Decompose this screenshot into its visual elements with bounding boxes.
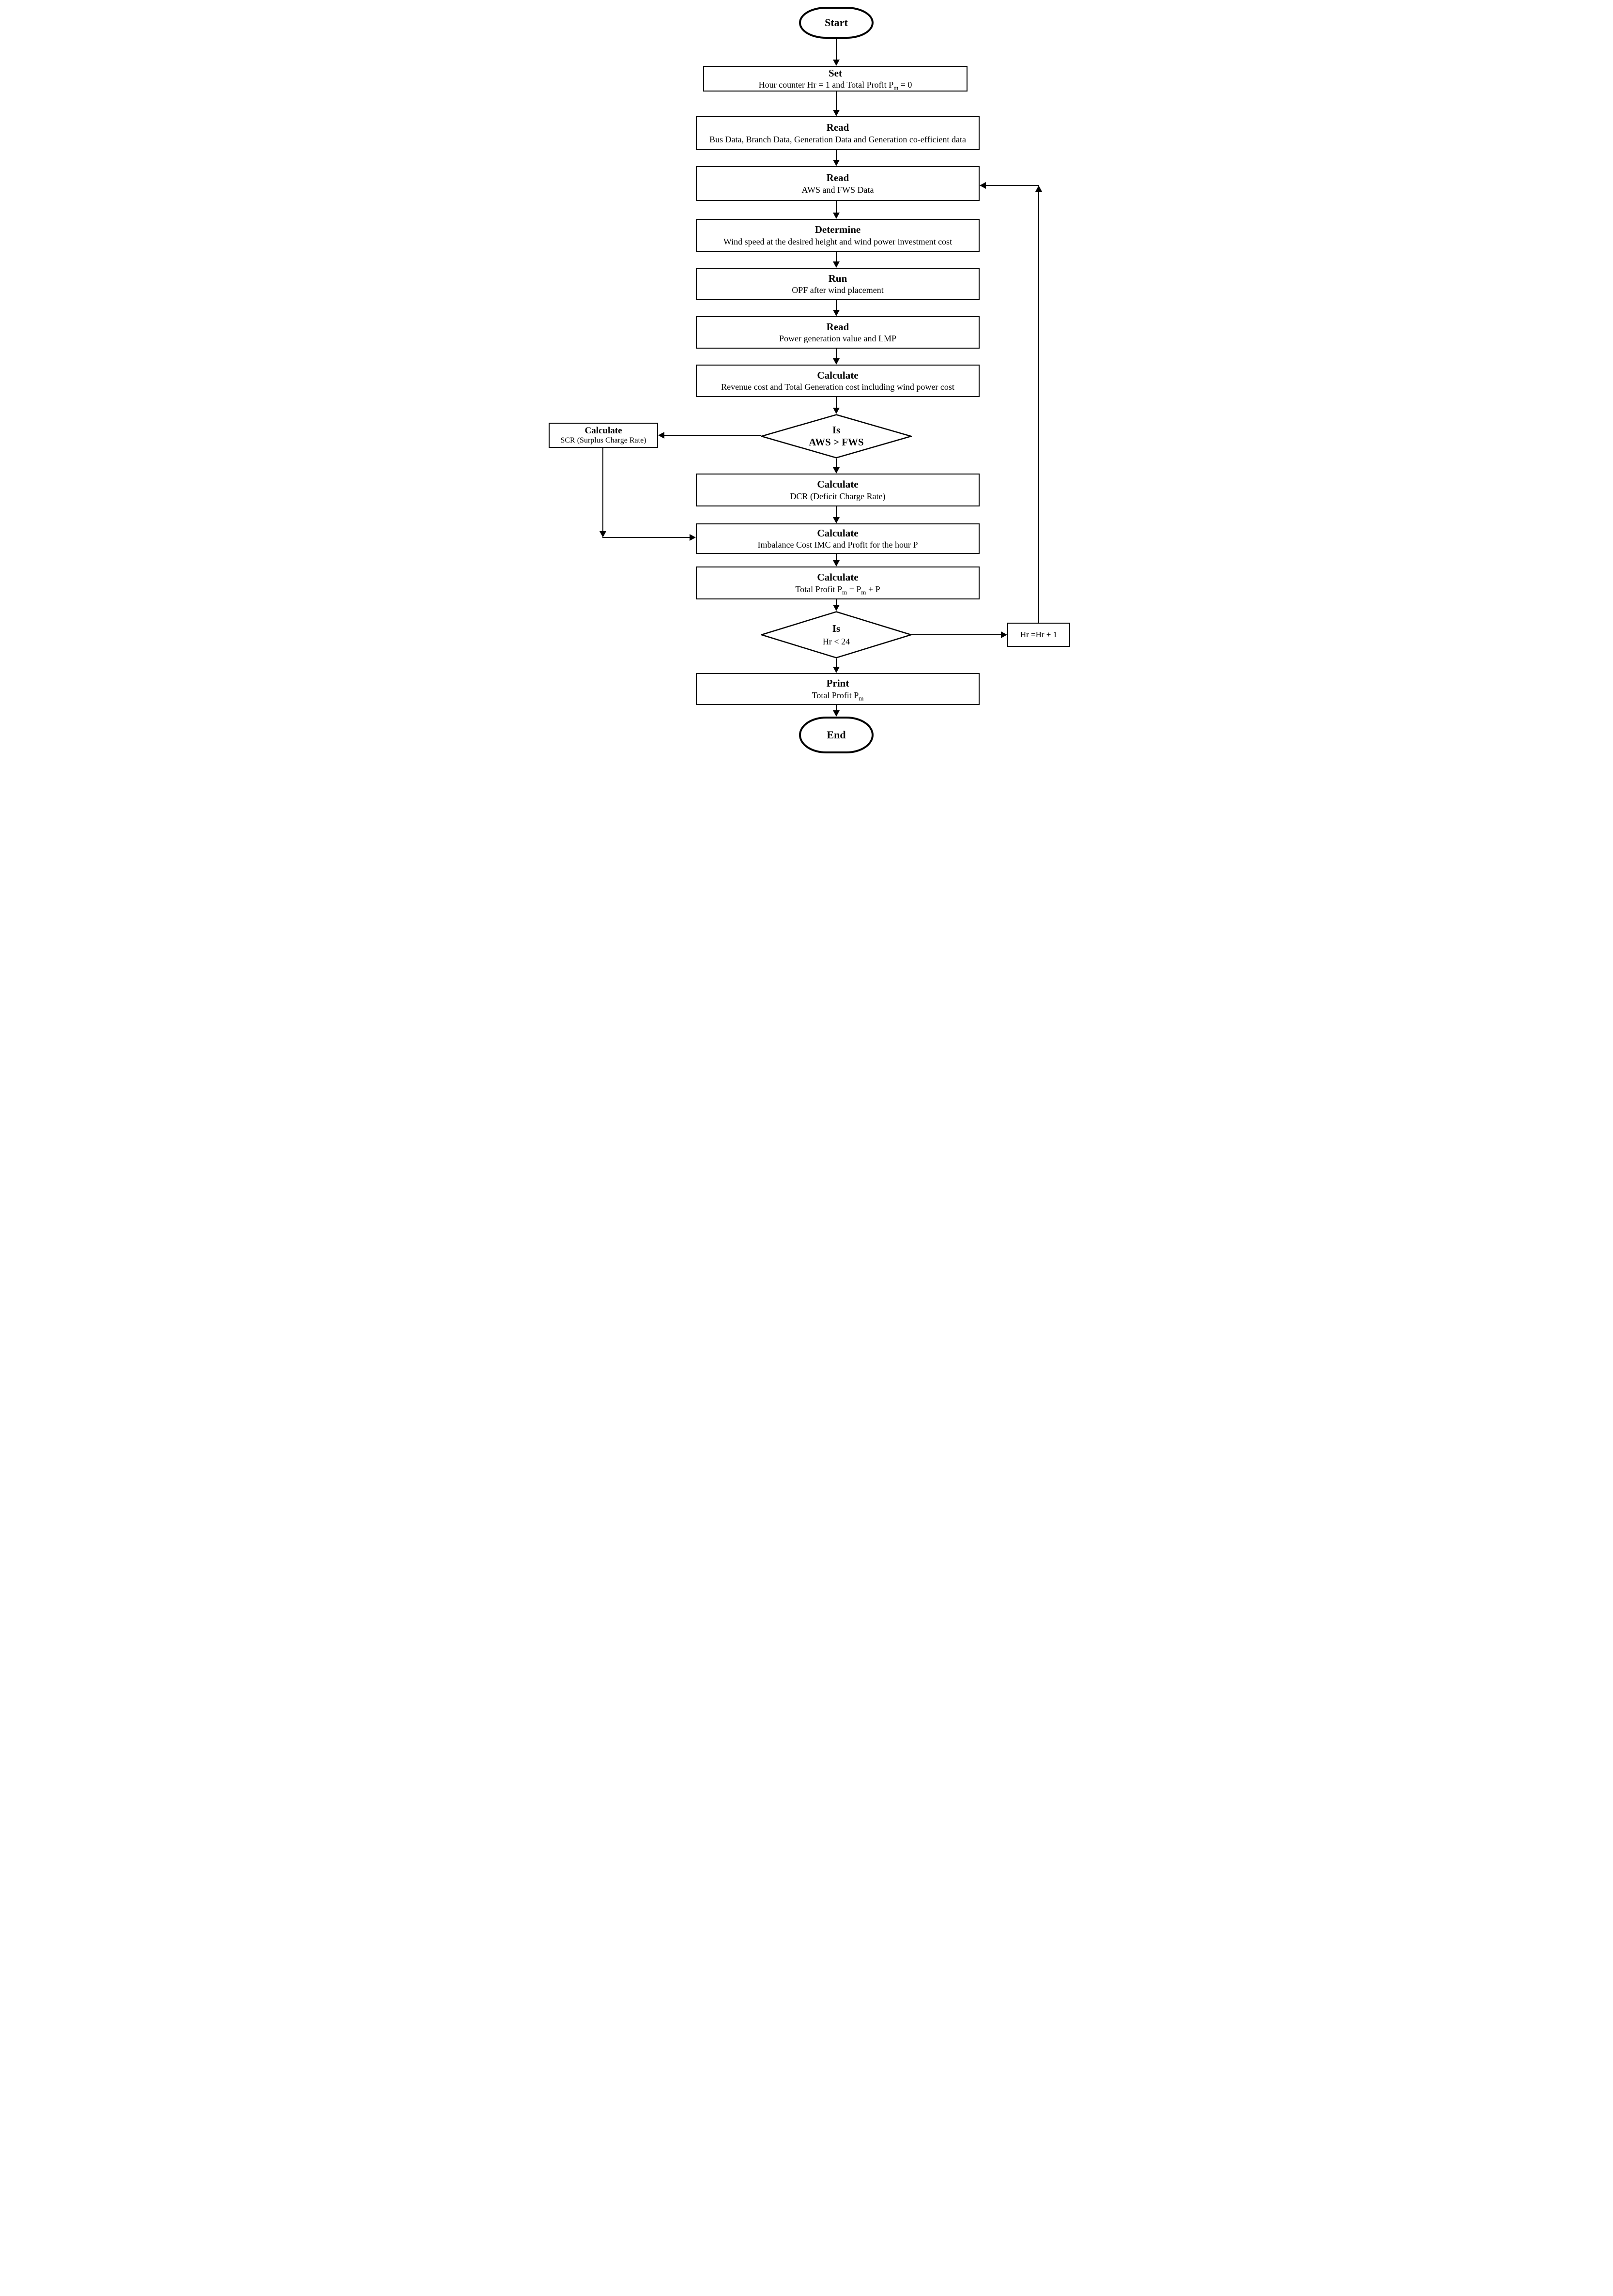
connector-print-end-line [836, 705, 837, 711]
node-label: Hr =Hr + 1 [1020, 630, 1058, 640]
connector-readopf-calcrev-line [836, 349, 837, 359]
node-title: Run [828, 272, 847, 284]
connector-calcrev-decision-line [836, 397, 837, 408]
arrowhead-down-icon [833, 60, 840, 66]
arrowhead-right-icon [690, 534, 696, 541]
arrowhead-down-icon [833, 667, 840, 673]
process-calc-dcr: Calculate DCR (Deficit Charge Rate) [696, 474, 980, 506]
node-body: Imbalance Cost IMC and Profit for the ho… [757, 540, 918, 550]
node-body: Power generation value and LMP [779, 334, 896, 344]
terminator-end: End [799, 717, 874, 753]
node-body: Hour counter Hr = 1 and Total Profit Pm … [758, 80, 912, 92]
decision-condition: AWS > FWS [809, 436, 864, 448]
node-title: Calculate [817, 369, 859, 381]
decision-hr-lt-24: Is Hr < 24 [761, 611, 912, 658]
process-set: Set Hour counter Hr = 1 and Total Profit… [703, 66, 968, 92]
flowchart: Start Set Hour counter Hr = 1 and Total … [540, 0, 1073, 759]
process-calc-total-profit: Calculate Total Profit Pm = Pm + P [696, 566, 980, 599]
arrowhead-down-icon [599, 531, 606, 537]
arrowhead-right-icon [1001, 631, 1007, 638]
connector-determine-run-line [836, 252, 837, 262]
connector-imbalance-total-line [836, 554, 837, 561]
node-title: Determine [814, 224, 861, 236]
node-body: Bus Data, Branch Data, Generation Data a… [709, 134, 966, 144]
node-body: AWS and FWS Data [801, 184, 874, 195]
arrowhead-down-icon [833, 710, 840, 717]
process-increment-hr: Hr =Hr + 1 [1007, 623, 1070, 647]
arrowhead-down-icon [833, 605, 840, 611]
node-title: Calculate [584, 425, 622, 436]
node-title: Read [826, 172, 849, 184]
process-print-total-profit: Print Total Profit Pm [696, 673, 980, 705]
process-calc-scr: Calculate SCR (Surplus Charge Rate) [549, 423, 658, 448]
arrowhead-down-icon [833, 517, 840, 523]
arrowhead-down-icon [833, 310, 840, 316]
node-title: Read [826, 321, 849, 333]
node-title: Print [826, 677, 849, 689]
arrowhead-left-icon [658, 432, 664, 439]
node-body: Total Profit Pm [812, 690, 864, 702]
arrowhead-down-icon [833, 358, 840, 365]
diamond-shape [761, 414, 912, 459]
process-calc-imbalance: Calculate Imbalance Cost IMC and Profit … [696, 523, 980, 554]
process-run-opf: Run OPF after wind placement [696, 268, 980, 300]
process-calc-revenue: Calculate Revenue cost and Total Generat… [696, 365, 980, 397]
node-body: OPF after wind placement [792, 285, 884, 295]
process-read-wind-data: Read AWS and FWS Data [696, 166, 980, 201]
connector-loop-left-line [986, 185, 1039, 186]
decision-title: Is [832, 622, 841, 634]
decision-aws-gt-fws: Is AWS > FWS [761, 414, 912, 459]
arrowhead-down-icon [833, 110, 840, 116]
connector-run-readopf-line [836, 300, 837, 310]
arrowhead-down-icon [833, 408, 840, 414]
diamond-shape [761, 611, 912, 658]
connector-decision-scr-line [664, 435, 761, 436]
connector-decisionhr-increment-line [912, 634, 1001, 635]
decision-title: Is [832, 424, 841, 436]
node-title: Set [829, 67, 842, 79]
decision-condition: Hr < 24 [822, 636, 850, 646]
connector-total-decisionhr-line [836, 599, 837, 605]
arrowhead-down-icon [833, 560, 840, 566]
process-determine-wind-speed: Determine Wind speed at the desired heig… [696, 219, 980, 252]
node-label: Start [825, 16, 848, 29]
connector-decision-dcr-line [836, 459, 837, 468]
connector-dcr-imbalance-line [836, 506, 837, 518]
node-body: Wind speed at the desired height and win… [723, 236, 952, 246]
node-title: Calculate [817, 527, 859, 539]
node-body: Revenue cost and Total Generation cost i… [721, 382, 954, 392]
connector-set-read-line [836, 92, 837, 110]
node-title: Calculate [817, 478, 859, 490]
connector-read-readwind-line [836, 150, 837, 160]
node-body: DCR (Deficit Charge Rate) [790, 491, 886, 501]
connector-scr-imbalance-line [602, 537, 690, 538]
arrowhead-down-icon [833, 261, 840, 268]
connector-decisionhr-print-line [836, 658, 837, 667]
node-label: End [827, 728, 846, 741]
connector-readwind-determine-line [836, 201, 837, 213]
connector-start-set-line [836, 39, 837, 60]
connector-scr-down-line [602, 448, 603, 532]
node-title: Calculate [817, 571, 859, 583]
arrowhead-down-icon [833, 213, 840, 219]
terminator-start: Start [799, 7, 874, 39]
connector-loop-up-line [1038, 191, 1039, 623]
arrowhead-down-icon [833, 467, 840, 474]
node-body: SCR (Surplus Charge Rate) [560, 436, 646, 445]
process-read-opf-results: Read Power generation value and LMP [696, 316, 980, 349]
process-read-system-data: Read Bus Data, Branch Data, Generation D… [696, 116, 980, 150]
arrowhead-up-icon [1035, 185, 1042, 192]
arrowhead-down-icon [833, 160, 840, 166]
node-title: Read [826, 122, 849, 134]
arrowhead-left-icon [980, 182, 986, 189]
node-body: Total Profit Pm = Pm + P [795, 584, 880, 596]
